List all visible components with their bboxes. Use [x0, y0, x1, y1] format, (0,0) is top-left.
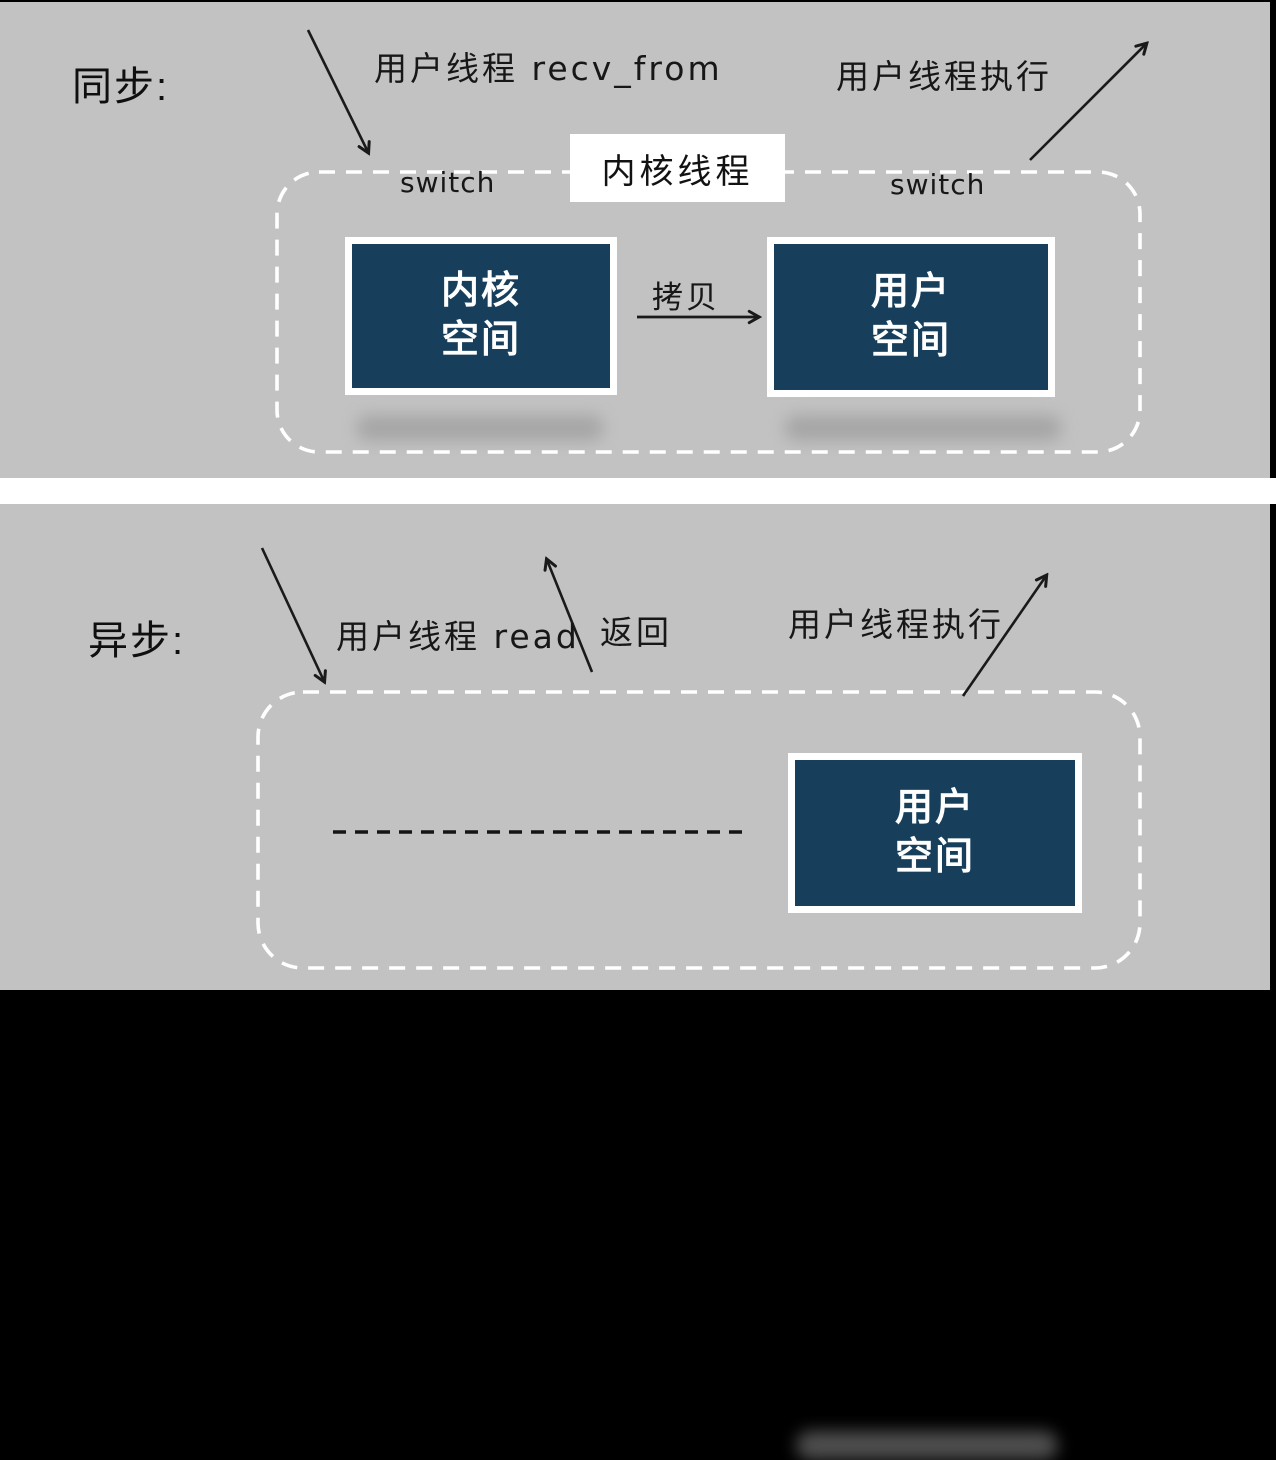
- copy-label: 拷贝: [652, 280, 720, 316]
- kernel-space-label-line2: 空间: [440, 319, 521, 361]
- section-divider: [0, 478, 1276, 504]
- switch-label-left: switch: [400, 166, 496, 199]
- user-thread-exec-annotation-sync: 用户线程执行: [836, 57, 1052, 96]
- blurred-text-under-kernel-space: [356, 415, 604, 441]
- user-space-sync-label-line2: 空间: [870, 320, 951, 362]
- blurred-text-under-user-space-async: [796, 1431, 1058, 1460]
- user-space-box-sync: 用户 空间: [767, 237, 1055, 397]
- switch-label-right: switch: [890, 168, 986, 201]
- user-space-async-label-line2: 空间: [894, 836, 975, 878]
- kernel-space-box: 内核 空间: [345, 237, 617, 395]
- user-space-box-async: 用户 空间: [788, 753, 1082, 913]
- sync-section-label: 同步:: [72, 65, 170, 109]
- blurred-text-under-user-space-sync: [784, 415, 1062, 441]
- async-panel: [0, 504, 1270, 1460]
- kernel-thread-label: 内核线程: [601, 151, 754, 192]
- async-section-label: 异步:: [88, 619, 186, 663]
- read-annotation: 用户线程 read: [336, 617, 580, 656]
- recv-from-annotation: 用户线程 recv_from: [374, 49, 723, 88]
- kernel-thread-box: 内核线程: [570, 134, 785, 202]
- user-space-async-label-line1: 用户: [894, 787, 975, 830]
- kernel-space-label-line1: 内核: [440, 270, 521, 313]
- return-annotation: 返回: [600, 613, 672, 652]
- user-space-sync-label-line1: 用户: [870, 271, 951, 314]
- user-thread-exec-annotation-async: 用户线程执行: [788, 605, 1004, 644]
